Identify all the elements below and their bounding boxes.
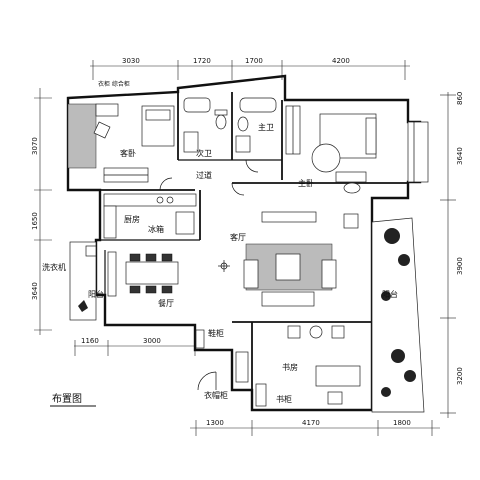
left-balcony-upper — [67, 103, 97, 169]
rug-master — [311, 143, 341, 173]
study-table-round — [309, 325, 323, 339]
dim-top-4: 4200 — [332, 57, 350, 65]
coffee-table — [275, 253, 301, 281]
toilet-1 — [215, 114, 227, 130]
tv-stand-master — [335, 171, 367, 183]
label-balcony-left: 阳台 — [88, 289, 104, 299]
bookcase — [255, 383, 267, 407]
dining-table — [125, 261, 179, 285]
chair-guest — [93, 121, 111, 139]
study-armchair-1 — [287, 325, 301, 339]
sofa-left — [243, 259, 259, 289]
fridge — [175, 211, 195, 235]
bathtub-2 — [239, 97, 277, 113]
label-bedroom-2: 客卧 — [120, 148, 136, 158]
label-study: 书房 — [282, 362, 298, 372]
dim-top-3: 1700 — [245, 57, 263, 65]
label-balcony-right: 阳台 — [382, 289, 398, 299]
dim-bottom-mid-1: 1160 — [81, 337, 99, 345]
dim-bottom-mid-2: 3000 — [143, 337, 161, 345]
washer — [85, 245, 97, 257]
plan-title: 布置图 — [52, 393, 82, 405]
dim-left-3: 3640 — [31, 282, 39, 300]
dining-cabinet — [107, 251, 117, 297]
label-fridge: 冰箱 — [148, 224, 164, 234]
kitchen-counter — [103, 193, 197, 207]
dim-bottom-3: 1800 — [393, 419, 411, 427]
tv-cabinet — [261, 211, 317, 223]
toilet-2 — [237, 116, 249, 132]
sink-1 — [183, 131, 199, 153]
bathtub-1 — [183, 97, 211, 113]
dim-right-2: 3900 — [456, 257, 464, 275]
armchair-living — [343, 213, 359, 229]
dim-top-1: 3030 — [122, 57, 140, 65]
label-top-note: 衣柜 综合柜 — [98, 80, 130, 88]
label-bookcase: 书柜 — [276, 394, 292, 404]
plants-right — [381, 228, 416, 397]
right-balcony — [371, 217, 425, 413]
sofa-main — [261, 291, 315, 307]
dim-bottom-2: 4170 — [302, 419, 320, 427]
desk-guest — [95, 103, 119, 117]
kitchen-counter-left — [103, 205, 117, 239]
label-shoe-cabinet: 鞋柜 — [208, 328, 224, 338]
label-bath-2: 主卫 — [258, 122, 274, 132]
label-washer: 洗衣机 — [42, 262, 66, 272]
dim-top-2: 1720 — [193, 57, 211, 65]
entrance-cabinet — [235, 351, 249, 383]
label-master-bedroom: 主卧 — [298, 178, 314, 188]
entry-door-swing — [197, 371, 217, 391]
bay-window — [407, 121, 429, 183]
sofa-right — [321, 259, 337, 289]
label-hallway: 过道 — [196, 170, 212, 180]
label-kitchen: 厨房 — [124, 214, 140, 224]
sink-2 — [235, 135, 251, 153]
dimension-lines — [34, 60, 456, 436]
dim-right-3: 3200 — [456, 367, 464, 385]
study-armchair-2 — [331, 325, 345, 339]
dim-bottom-1: 1300 — [206, 419, 224, 427]
dim-left-1: 3070 — [31, 137, 39, 155]
label-bath-1: 次卫 — [196, 148, 212, 158]
shoe-cabinet — [195, 329, 205, 349]
label-living: 客厅 — [230, 232, 246, 242]
dim-right-1: 3640 — [456, 147, 464, 165]
label-entrance-cabinet: 衣帽柜 — [204, 390, 228, 400]
label-dining: 餐厅 — [158, 299, 174, 308]
dim-left-2: 1650 — [31, 212, 39, 230]
study-chair — [327, 391, 343, 405]
study-desk — [315, 365, 361, 387]
dim-right-top: 860 — [456, 92, 464, 105]
